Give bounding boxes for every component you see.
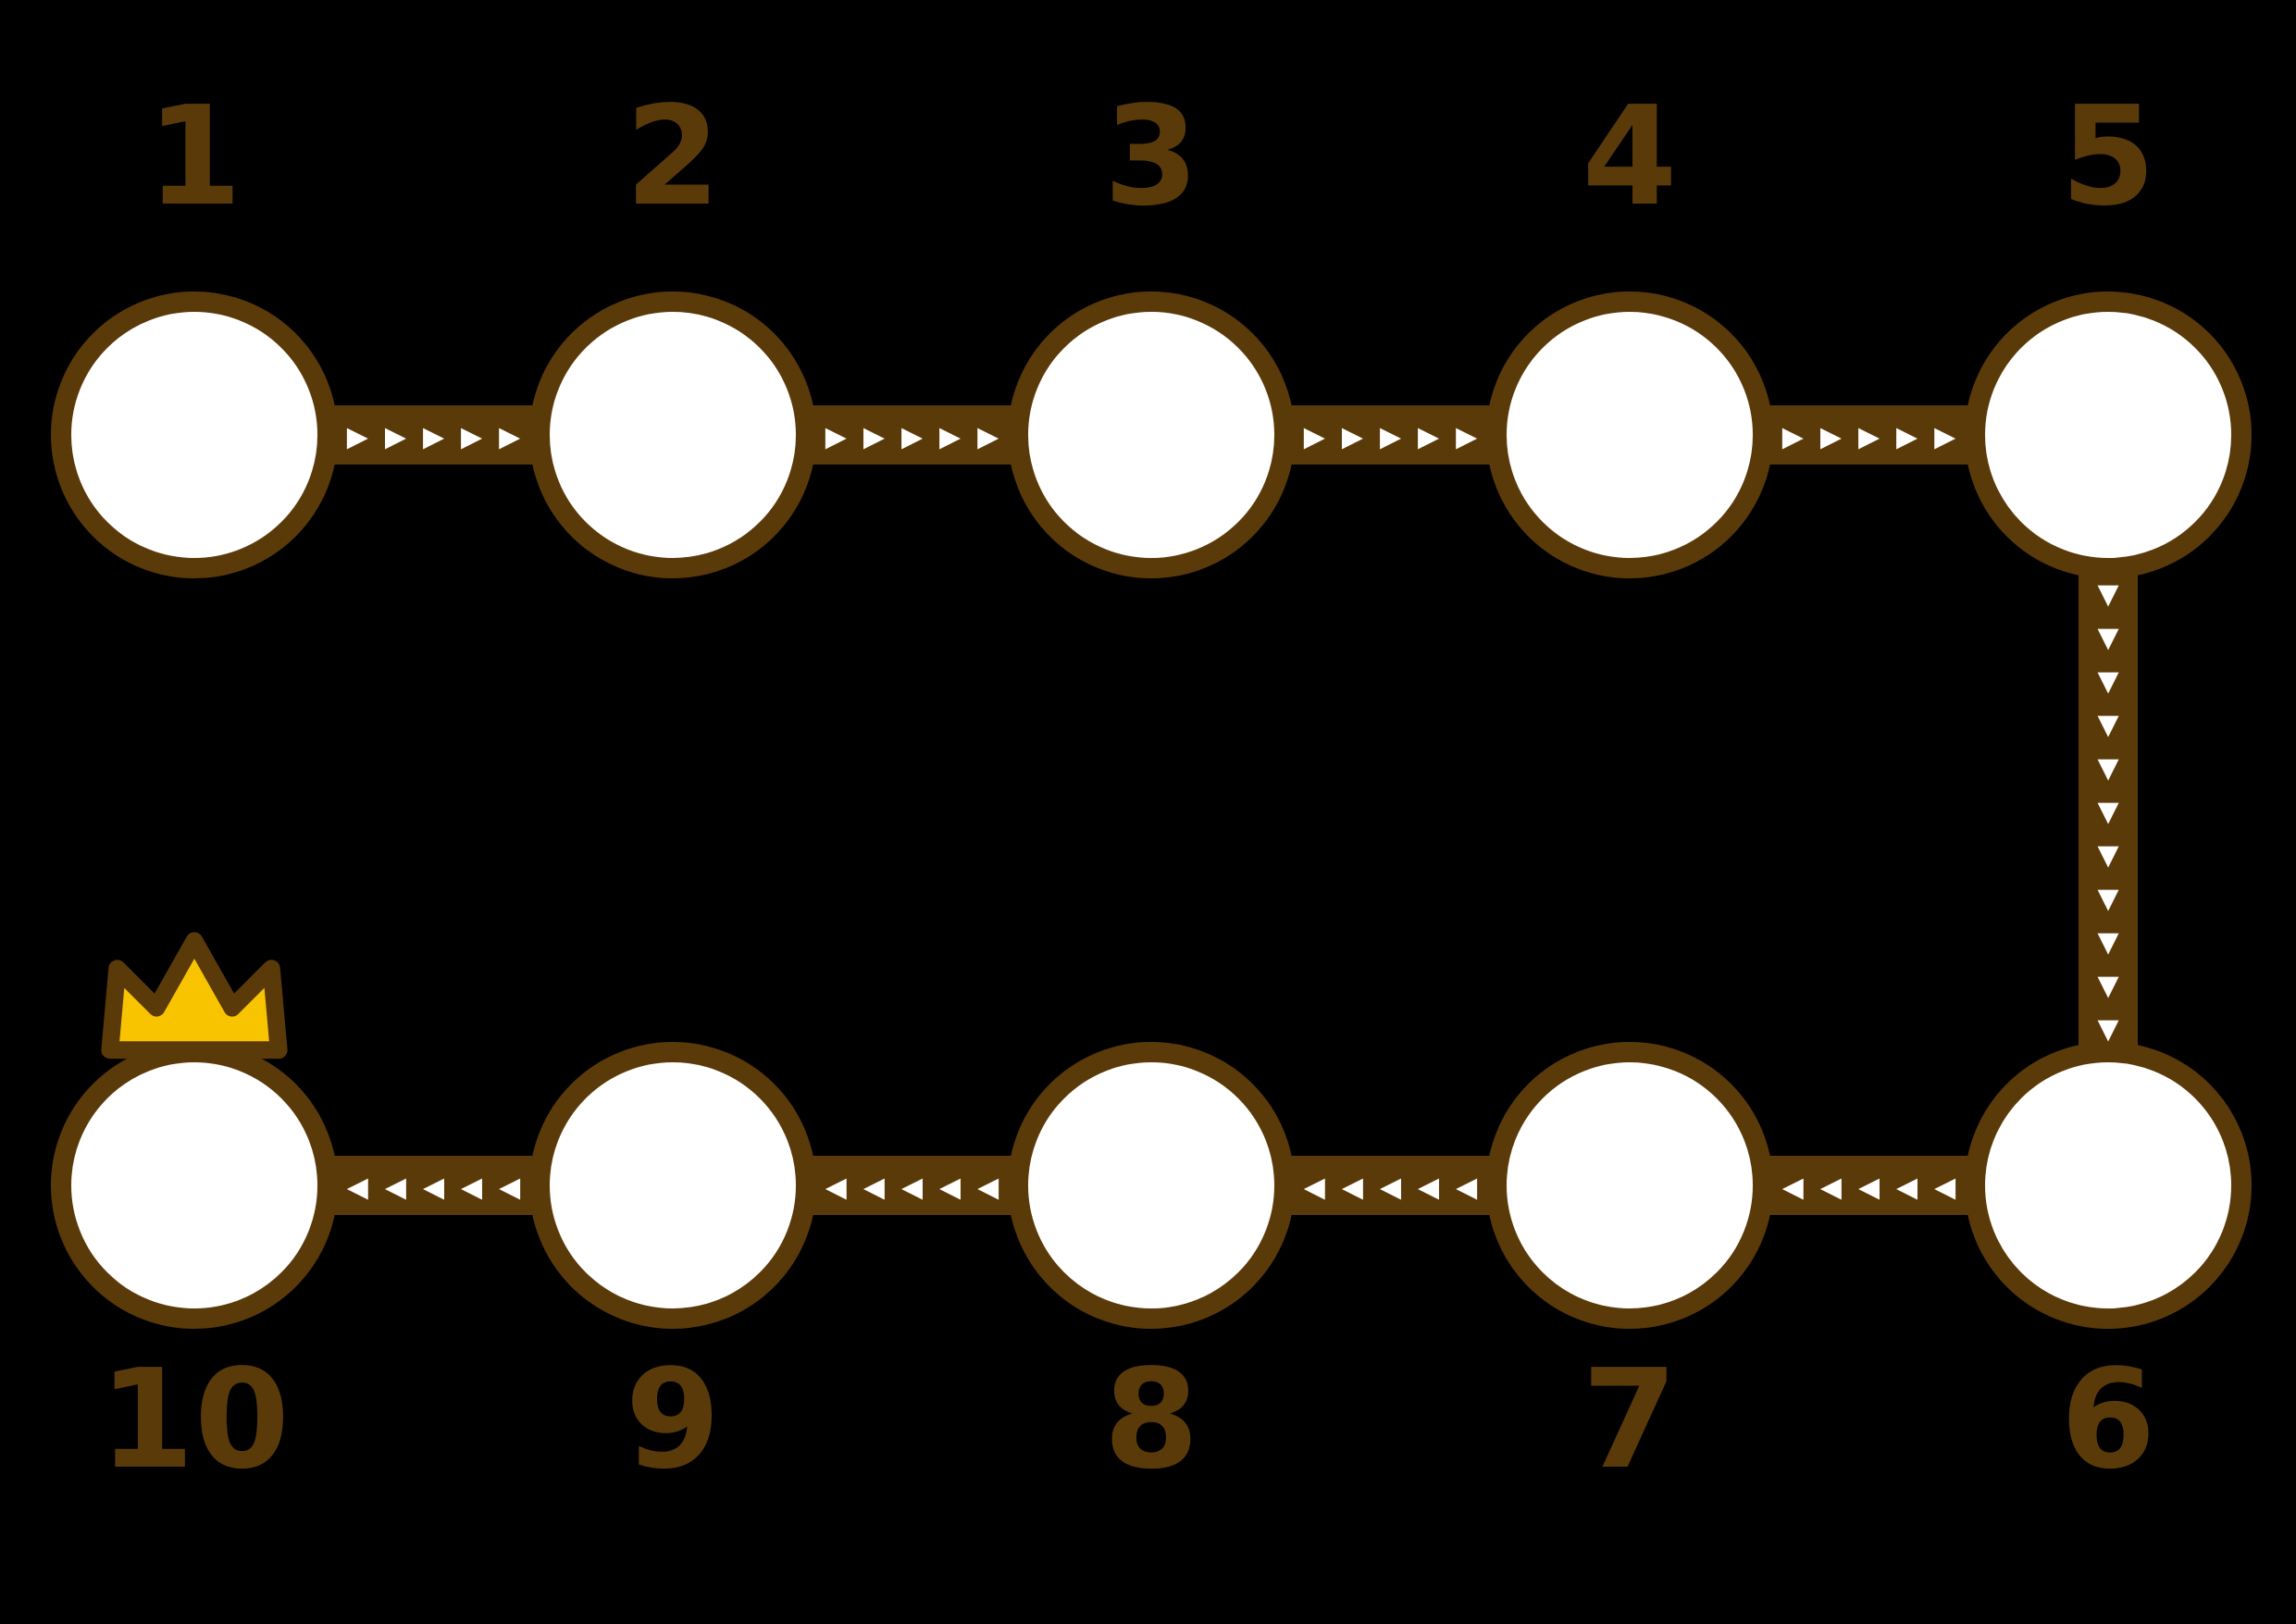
level-node-2[interactable] (529, 291, 816, 578)
level-node-10[interactable] (51, 1042, 338, 1329)
node-label-4: 4 (1582, 77, 1678, 236)
level-node-1[interactable] (51, 291, 338, 578)
node-label-1: 1 (146, 77, 242, 236)
node-label-9: 9 (625, 1340, 721, 1499)
node-label-8: 8 (1103, 1340, 1199, 1499)
node-label-3: 3 (1103, 77, 1199, 236)
level-node-6[interactable] (1965, 1042, 2252, 1329)
level-node-3[interactable] (1008, 291, 1295, 578)
crown-icon (101, 932, 288, 1060)
level-node-9[interactable] (529, 1042, 816, 1329)
node-label-6: 6 (2060, 1340, 2156, 1499)
level-node-4[interactable] (1486, 291, 1773, 578)
level-node-8[interactable] (1008, 1042, 1295, 1329)
node-label-2: 2 (625, 77, 721, 236)
node-label-7: 7 (1582, 1340, 1678, 1499)
node-label-10: 10 (99, 1340, 290, 1499)
node-label-5: 5 (2060, 77, 2156, 236)
level-node-5[interactable] (1965, 291, 2252, 578)
level-node-7[interactable] (1486, 1042, 1773, 1329)
